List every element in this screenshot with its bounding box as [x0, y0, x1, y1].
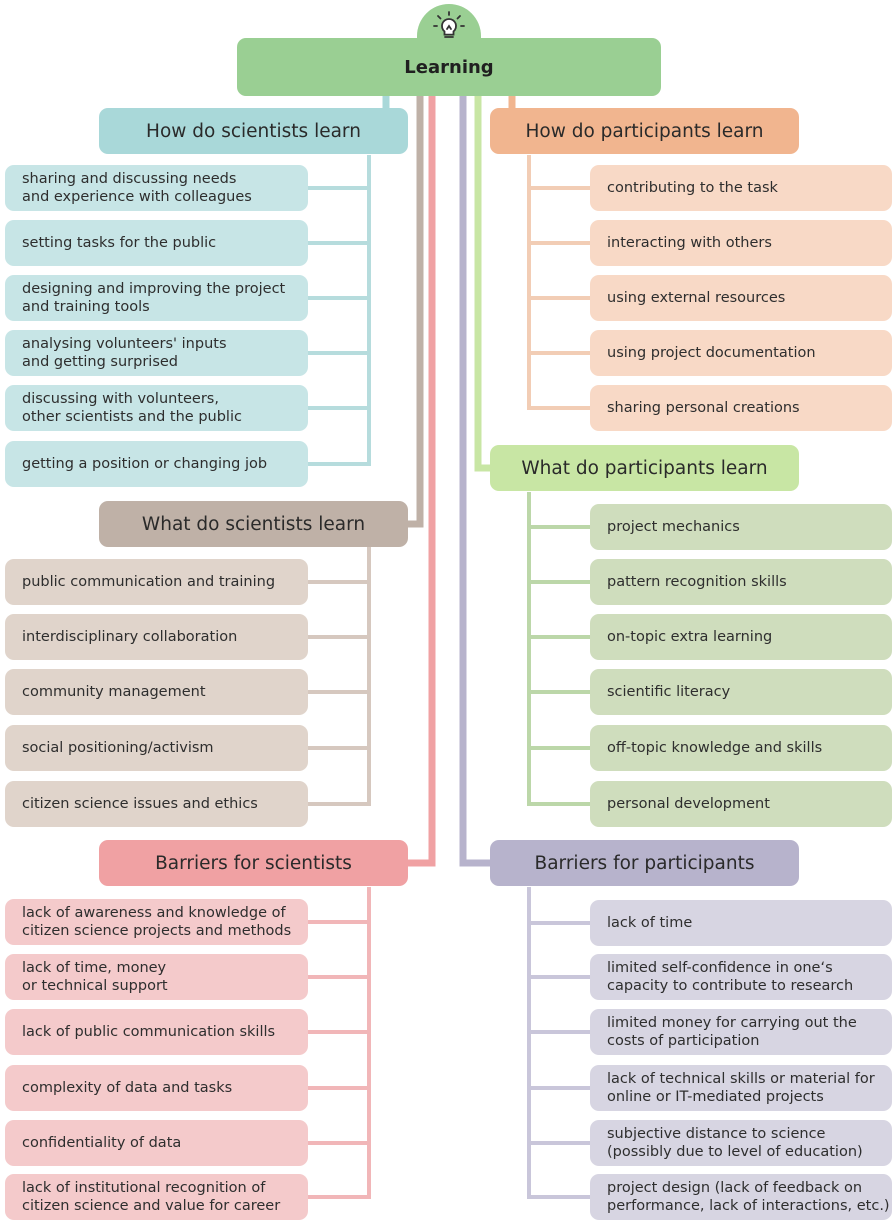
- list-item: lack of time: [590, 900, 892, 946]
- list-item: project design (lack of feedback on perf…: [590, 1174, 892, 1220]
- heading-label: How do scientists learn: [146, 120, 361, 142]
- list-item: analysing volunteers' inputs and getting…: [5, 330, 308, 376]
- list-item: designing and improving the project and …: [5, 275, 308, 321]
- list-item: off-topic knowledge and skills: [590, 725, 892, 771]
- list-item: confidentiality of data: [5, 1120, 308, 1166]
- list-item: limited money for carrying out the costs…: [590, 1009, 892, 1055]
- list-item: lack of institutional recognition of cit…: [5, 1174, 308, 1220]
- trunk-purple: [459, 96, 490, 867]
- heading-label: What do scientists learn: [141, 513, 366, 535]
- list-item: using project documentation: [590, 330, 892, 376]
- list-item: sharing personal creations: [590, 385, 892, 431]
- lightbulb-icon: [433, 11, 465, 41]
- trunk-brown: [408, 96, 424, 528]
- heading-label: Barriers for scientists: [155, 852, 352, 874]
- list-item: interacting with others: [590, 220, 892, 266]
- list-item: scientific literacy: [590, 669, 892, 715]
- list-item: lack of public communication skills: [5, 1009, 308, 1055]
- list-item: limited self-confidence in one‘s capacit…: [590, 954, 892, 1000]
- heading-barriers-participants: Barriers for participants: [490, 840, 799, 886]
- list-item: sharing and discussing needs and experie…: [5, 165, 308, 211]
- heading-label: Barriers for participants: [534, 852, 755, 874]
- list-item: project mechanics: [590, 504, 892, 550]
- heading-how-scientists-learn: How do scientists learn: [99, 108, 408, 154]
- list-item: lack of technical skills or material for…: [590, 1065, 892, 1111]
- heading-label: How do participants learn: [525, 120, 764, 142]
- list-item: pattern recognition skills: [590, 559, 892, 605]
- trunk-red: [408, 96, 436, 867]
- list-item: personal development: [590, 781, 892, 827]
- heading-barriers-scientists: Barriers for scientists: [99, 840, 408, 886]
- heading-label: What do participants learn: [521, 457, 768, 479]
- root-title: Learning: [404, 56, 494, 78]
- list-item: citizen science issues and ethics: [5, 781, 308, 827]
- list-item: on-topic extra learning: [590, 614, 892, 660]
- list-item: complexity of data and tasks: [5, 1065, 308, 1111]
- list-item: getting a position or changing job: [5, 441, 308, 487]
- list-item: interdisciplinary collaboration: [5, 614, 308, 660]
- list-item: social positioning/activism: [5, 725, 308, 771]
- list-item: public communication and training: [5, 559, 308, 605]
- list-item: lack of awareness and knowledge of citiz…: [5, 899, 308, 945]
- heading-how-participants-learn: How do participants learn: [490, 108, 799, 154]
- trunk-green: [474, 96, 490, 472]
- list-item: lack of time, money or technical support: [5, 954, 308, 1000]
- list-item: community management: [5, 669, 308, 715]
- list-item: contributing to the task: [590, 165, 892, 211]
- heading-what-participants-learn: What do participants learn: [490, 445, 799, 491]
- list-item: setting tasks for the public: [5, 220, 308, 266]
- list-item: using external resources: [590, 275, 892, 321]
- heading-what-scientists-learn: What do scientists learn: [99, 501, 408, 547]
- list-item: discussing with volunteers, other scient…: [5, 385, 308, 431]
- root-node-learning: Learning: [237, 38, 661, 96]
- list-item: subjective distance to science (possibly…: [590, 1120, 892, 1166]
